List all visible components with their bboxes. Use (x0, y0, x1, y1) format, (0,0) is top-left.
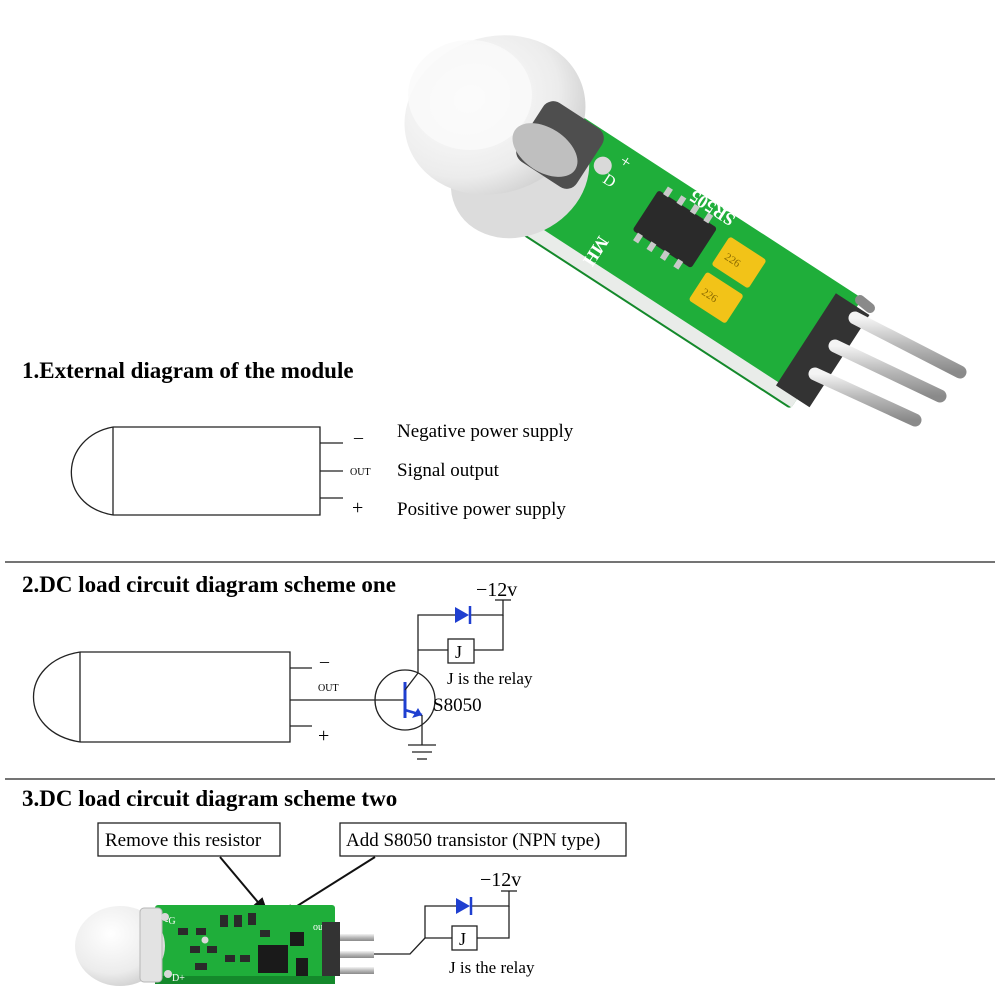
pin-plus-symbol: + (352, 497, 363, 519)
relay-box-2 (451, 925, 478, 951)
pin-plus-symbol-2: + (318, 725, 329, 747)
relay-letter: J (455, 642, 462, 662)
module-outline-1 (70, 426, 343, 516)
transistor-label: S8050 (433, 695, 482, 716)
callout-remove-resistor-box (97, 822, 281, 857)
board-out-label: out (313, 922, 326, 933)
circuit-wires-1 (408, 599, 511, 760)
callout-remove-resistor: Remove this resistor (105, 830, 262, 851)
board-dplus-label: D+ (172, 973, 185, 984)
pin-minus-symbol: – (353, 427, 364, 447)
capacitor-2 (689, 272, 743, 323)
relay-caption-2: J is the relay (449, 958, 535, 977)
ic-chip (633, 191, 717, 268)
transistor-symbol (374, 669, 436, 731)
pad-d (593, 156, 612, 175)
module-photo-small: -G D+ out (75, 905, 374, 986)
section-scheme-one: 2.DC load circuit diagram scheme one – O… (22, 572, 533, 760)
signal-output-label: Signal output (397, 460, 500, 481)
diode-symbol-2 (456, 897, 473, 915)
pin-out-symbol: OUT (350, 467, 371, 478)
capacitor-1 (712, 237, 766, 288)
circuit-wires-2 (374, 890, 517, 955)
relay-box (447, 638, 475, 664)
pin-out-symbol-2: OUT (318, 683, 339, 694)
relay-letter-2: J (459, 929, 466, 949)
callout-add-transistor-box (339, 822, 627, 857)
positive-power-label: Positive power supply (397, 499, 566, 520)
pin-minus-symbol-2: – (319, 651, 330, 671)
section-scheme-two: 3.DC load circuit diagram scheme two Rem… (22, 786, 627, 986)
relay-caption: J is the relay (447, 669, 533, 688)
section-1-heading: 1.External diagram of the module (22, 358, 354, 383)
diode-symbol (455, 606, 472, 624)
negative-power-label: Negative power supply (397, 421, 574, 442)
callout-add-transistor: Add S8050 transistor (NPN type) (346, 830, 600, 851)
ic-chip-small (258, 945, 288, 973)
header-pins (808, 295, 967, 427)
supply-voltage-label-2: −12v (480, 869, 521, 891)
product-photo: 226 226 SR505 MH + D S (404, 35, 967, 427)
fresnel-lens (404, 35, 604, 239)
pin-header (775, 293, 870, 408)
section-external-diagram: 1.External diagram of the module – OUT +… (22, 358, 574, 520)
section-3-heading: 3.DC load circuit diagram scheme two (22, 786, 397, 811)
supply-voltage-label: −12v (476, 579, 517, 601)
section-2-heading: 2.DC load circuit diagram scheme one (22, 572, 396, 597)
module-outline-2 (32, 651, 405, 743)
board-minus-label: -G (165, 916, 176, 927)
